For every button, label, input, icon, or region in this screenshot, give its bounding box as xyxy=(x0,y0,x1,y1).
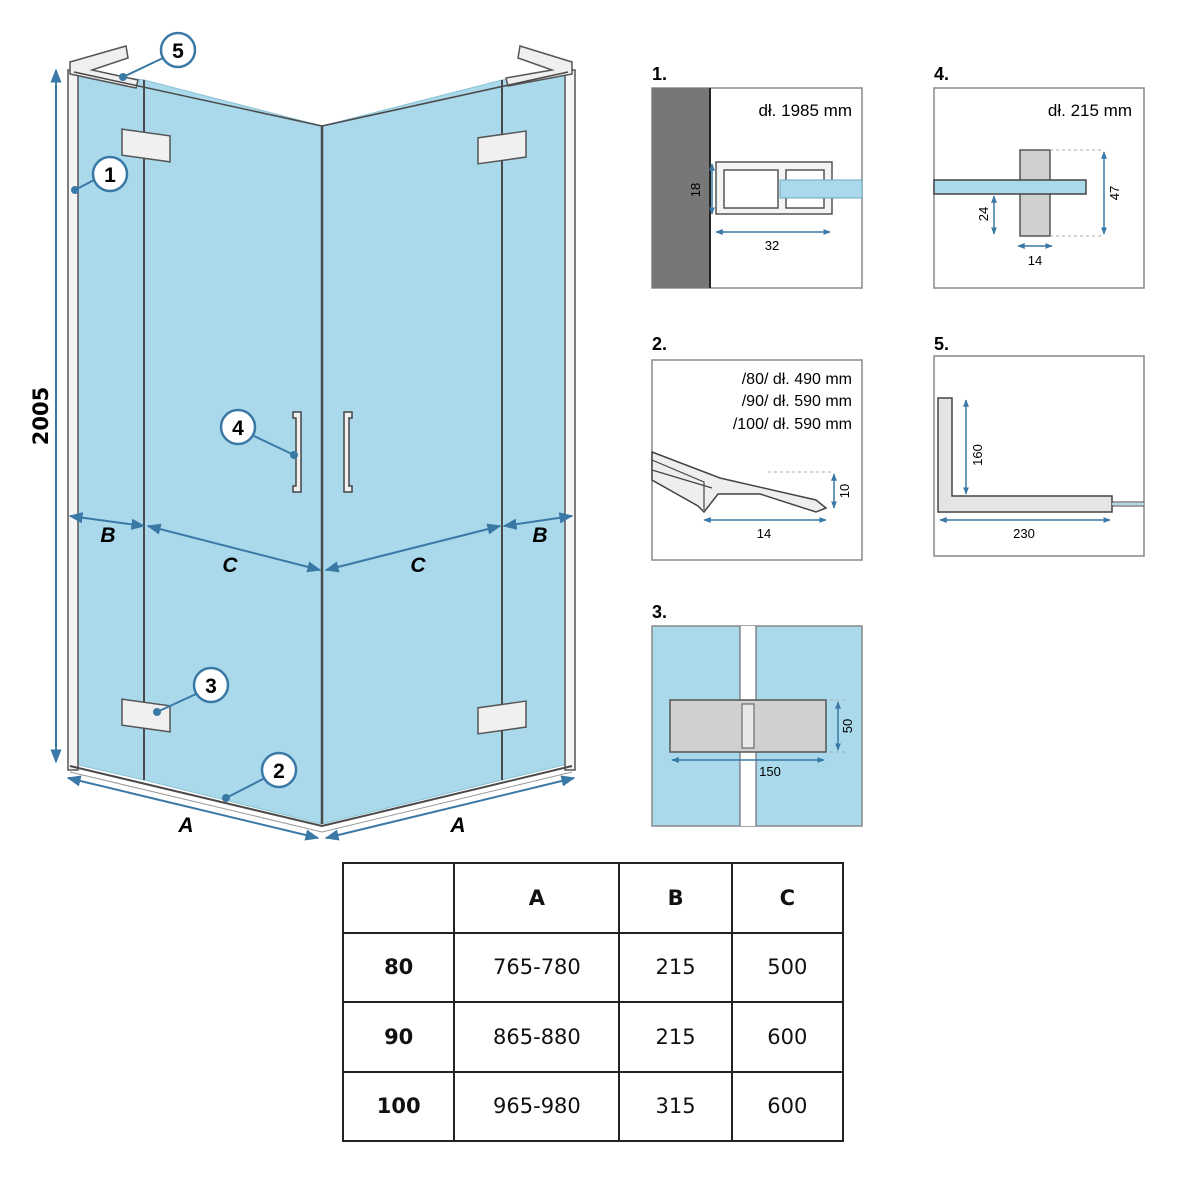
hinge-right-top xyxy=(477,130,527,165)
table-cell: 600 xyxy=(730,1001,845,1073)
table-row: 100 965-980 315 600 xyxy=(341,1070,845,1142)
svg-text:150: 150 xyxy=(759,764,781,779)
dim-c-left: C xyxy=(222,554,238,577)
svg-text:14: 14 xyxy=(757,526,771,541)
table-cell: 215 xyxy=(618,1001,733,1073)
detail-4-handle: 4. dł. 215 mm 47 24 14 xyxy=(933,64,1145,289)
svg-text:32: 32 xyxy=(765,238,779,253)
detail-4-length: dł. 215 mm xyxy=(1048,101,1132,120)
svg-text:1: 1 xyxy=(104,164,116,187)
detail-1-wall-profile: 1. dł. 1985 mm 18 32 xyxy=(651,64,863,289)
dim-b-right: B xyxy=(532,524,547,547)
svg-text:2: 2 xyxy=(273,760,285,783)
detail-1-length: dł. 1985 mm xyxy=(758,101,852,120)
callout-5: 5 xyxy=(119,31,197,81)
dim-b-left: B xyxy=(100,524,115,547)
table-cell: 500 xyxy=(730,931,845,1003)
detail-2-line-2: /90/ dł. 590 mm xyxy=(742,393,852,410)
svg-text:230: 230 xyxy=(1013,526,1035,541)
dim-a-left: A xyxy=(177,814,193,837)
callout-3: 3 xyxy=(153,666,230,716)
svg-text:4: 4 xyxy=(232,417,244,440)
svg-text:160: 160 xyxy=(970,444,985,466)
right-wall-profile xyxy=(564,69,576,771)
handle-right xyxy=(343,411,353,493)
top-bracket-right xyxy=(505,45,573,87)
callout-4: 4 xyxy=(219,408,298,459)
table-cell: 765-780 xyxy=(453,931,621,1003)
right-fixed-panel xyxy=(501,71,569,781)
detail-2-seal: 2. /80/ dł. 490 mm /90/ dł. 590 mm /100/… xyxy=(651,334,863,561)
enclosure xyxy=(67,45,576,833)
hinge-right-bottom xyxy=(477,700,527,735)
table-cell: 965-980 xyxy=(453,1070,621,1142)
svg-text:50: 50 xyxy=(840,719,855,733)
table-header-a: A xyxy=(453,862,621,934)
table-row: 80 765-780 215 500 xyxy=(341,931,845,1003)
dim-a-right: A xyxy=(449,814,465,837)
table-header-row: A B C xyxy=(341,862,845,934)
dim-c-right: C xyxy=(410,554,426,577)
detail-4-number: 4. xyxy=(934,64,949,84)
table-cell: 600 xyxy=(730,1070,845,1142)
hinge-left-bottom xyxy=(121,698,171,733)
svg-text:3: 3 xyxy=(205,675,217,698)
detail-2-number: 2. xyxy=(652,334,667,354)
table-cell: 865-880 xyxy=(453,1001,621,1073)
detail-2-line-1: /80/ dł. 490 mm xyxy=(742,371,852,388)
svg-text:18: 18 xyxy=(688,183,703,197)
detail-1-number: 1. xyxy=(652,64,667,84)
dimensions-table: A B C 80 765-780 215 500 90 865-880 215 … xyxy=(341,862,845,1142)
detail-1-wall xyxy=(652,88,710,288)
svg-text:14: 14 xyxy=(1028,253,1042,268)
detail-5-bracket: 5. 160 230 xyxy=(933,334,1145,557)
detail-2-line-3: /100/ dł. 590 mm xyxy=(733,416,852,433)
table-header-cell xyxy=(341,862,456,934)
detail-3-number: 3. xyxy=(652,602,667,622)
table-header-b: B xyxy=(618,862,733,934)
table-cell: 315 xyxy=(618,1070,733,1142)
detail-3-hinge: 3. 50 150 xyxy=(651,602,863,827)
table-row-label: 100 xyxy=(341,1070,456,1142)
svg-text:5: 5 xyxy=(172,40,184,63)
detail-5-number: 5. xyxy=(934,334,949,354)
svg-text:24: 24 xyxy=(976,207,991,221)
table-row-label: 80 xyxy=(341,931,456,1003)
table-header-c: C xyxy=(730,862,845,934)
table-row: 90 865-880 215 600 xyxy=(341,1001,845,1073)
svg-text:10: 10 xyxy=(837,484,852,498)
table-row-label: 90 xyxy=(341,1001,456,1073)
handle-left xyxy=(292,411,302,493)
hinge-left-top xyxy=(121,128,171,163)
left-wall-profile xyxy=(67,69,79,771)
table-cell: 215 xyxy=(618,931,733,1003)
svg-text:47: 47 xyxy=(1107,186,1122,200)
callout-1: 1 xyxy=(71,155,129,194)
height-dimension-label: 2005 xyxy=(29,387,53,445)
callout-2: 2 xyxy=(222,751,298,802)
